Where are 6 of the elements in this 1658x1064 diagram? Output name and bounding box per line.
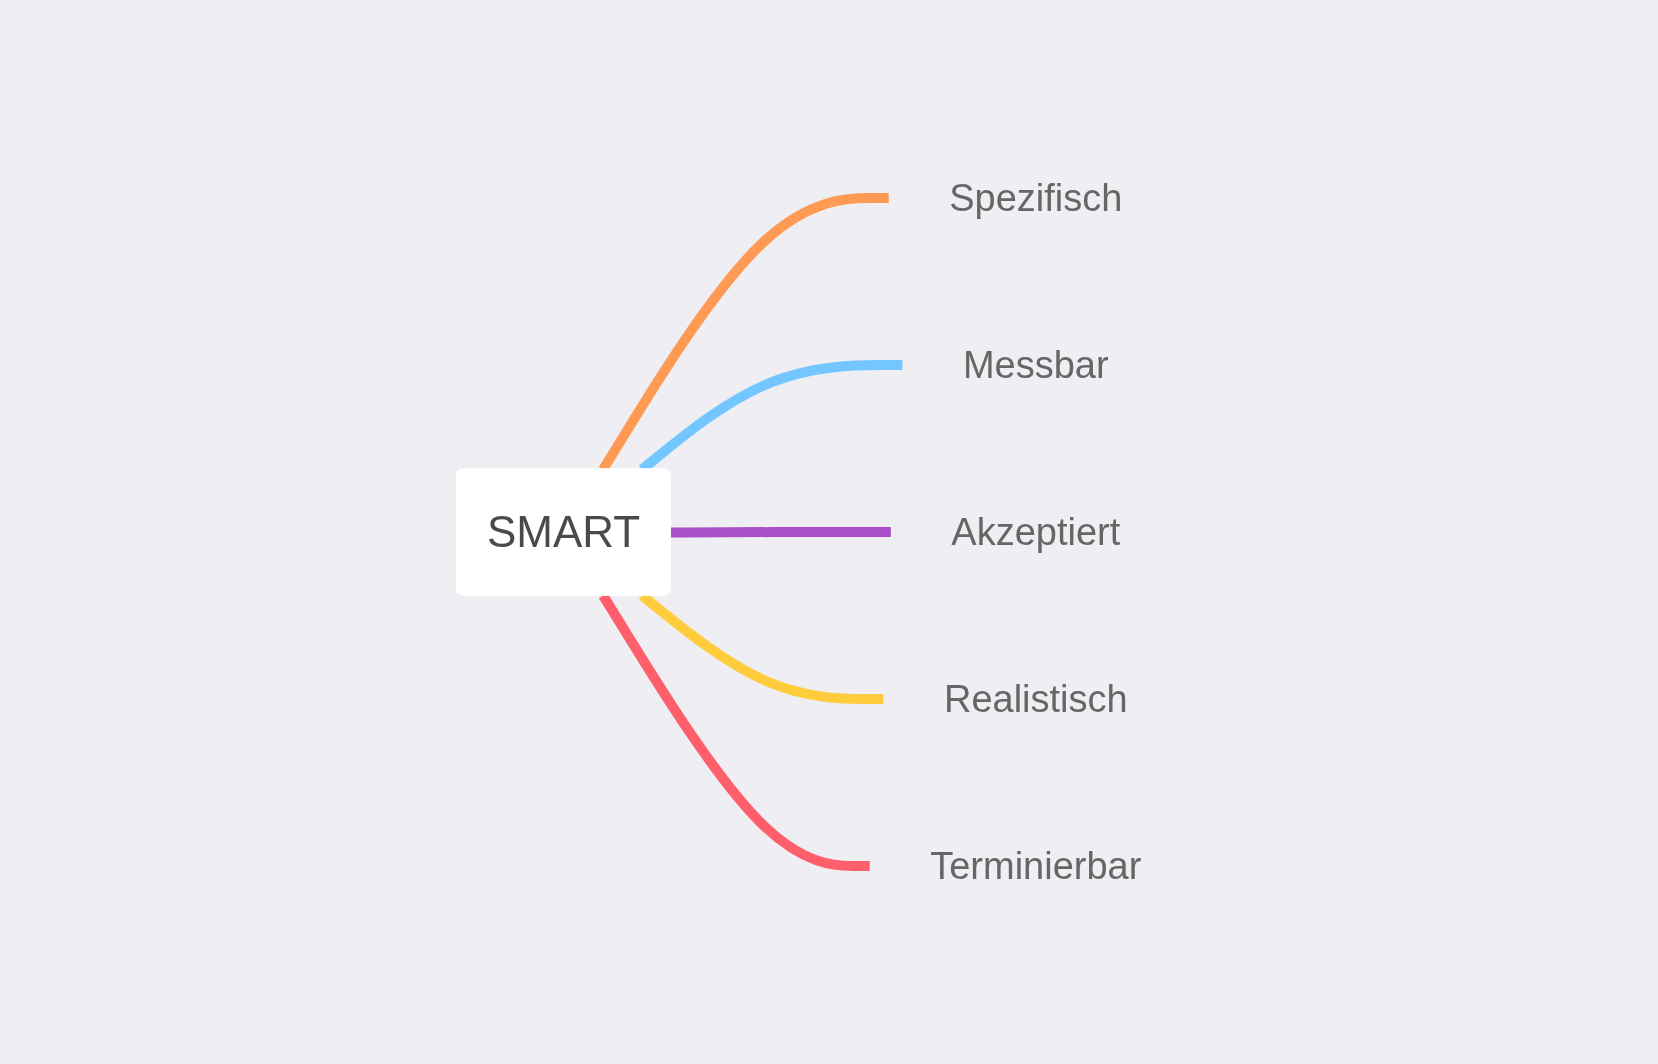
node-text: Spezifisch [949,176,1123,219]
node-text: Realistisch [943,677,1128,720]
node-text: Terminierbar [930,844,1142,887]
connector [670,527,892,538]
node-text: Akzeptiert [951,510,1121,553]
node-text: Messbar [962,343,1109,386]
